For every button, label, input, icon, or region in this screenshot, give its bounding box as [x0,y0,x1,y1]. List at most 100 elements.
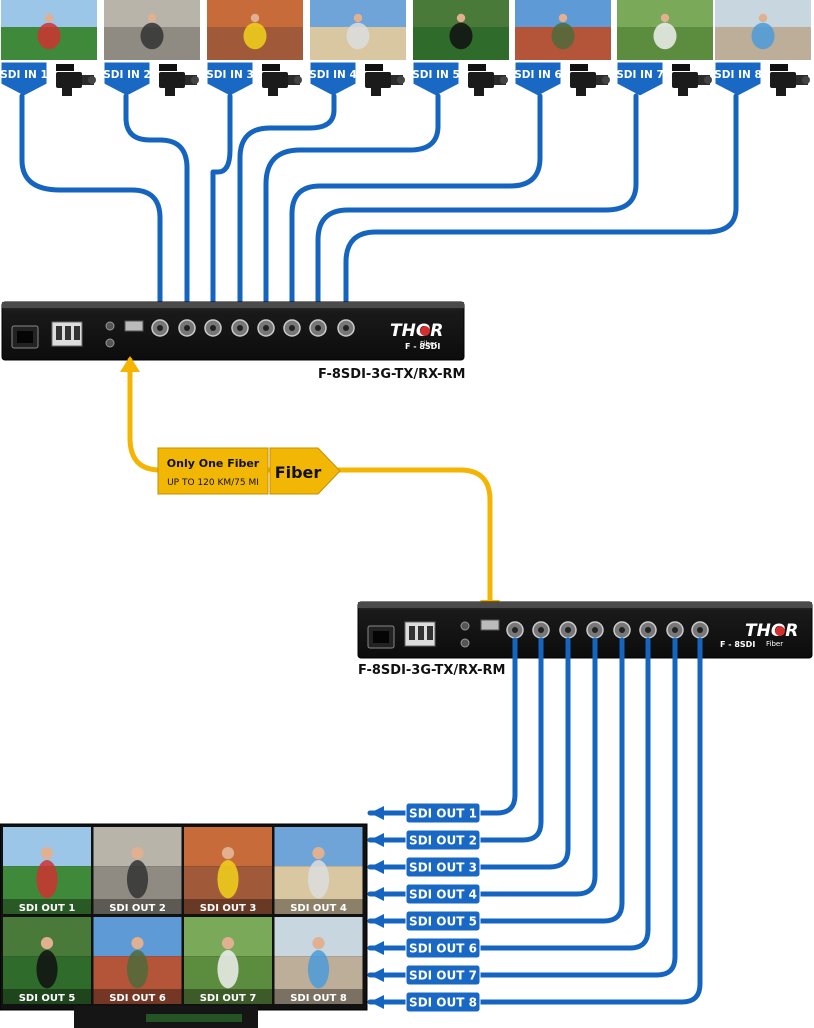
output-arrow-2 [370,833,384,847]
input-label-text-2: SDI IN 2 [103,69,151,81]
input-cable-7 [313,93,639,313]
output-label-text-3: SDI OUT 3 [409,861,477,875]
output-label-text-4: SDI OUT 4 [409,888,477,902]
input-label-text-8: SDI IN 8 [714,69,762,81]
monitor-tile-6: SDI OUT 6 [93,917,182,1004]
rx-panel-label: F - 8SDI [720,640,755,649]
output-arrow-1 [370,806,384,820]
input-source-5: SDI IN 5 [412,0,509,97]
output-arrow-7 [370,968,384,982]
output-arrow-8 [370,995,384,1009]
rx-brand-sub: Fiber [766,640,783,648]
output-label-8: SDI OUT 8 [405,991,481,1013]
monitor-tile-label-2: SDI OUT 2 [109,903,166,914]
monitor-tile-label-3: SDI OUT 3 [200,903,257,914]
tx-fiber-port [124,320,144,332]
output-cable-3 [477,637,571,870]
input-label-7: SDI IN 7 [616,61,664,97]
output-cables [367,637,703,1009]
camera-icon [672,64,712,96]
camera-icon [56,64,96,96]
input-label-8: SDI IN 8 [714,61,762,97]
input-thumbnail-2 [104,0,200,60]
output-arrow-6 [370,941,384,955]
input-label-2: SDI IN 2 [103,61,151,97]
output-label-1: SDI OUT 1 [405,802,481,824]
camera-icon [159,64,199,96]
multiviewer-monitor: SDI OUT 1 SDI OUT 2 SDI OUT 3 SDI OUT 4 SDI … [0,823,368,1028]
camera-icon [570,64,610,96]
input-cable-8 [341,93,739,313]
output-label-text-2: SDI OUT 2 [409,834,477,848]
output-label-7: SDI OUT 7 [405,964,481,986]
camera-icon [770,64,810,96]
output-cable-6 [477,637,651,951]
camera-icon [468,64,508,96]
input-source-4: SDI IN 4 [309,0,406,97]
output-label-text-7: SDI OUT 7 [409,969,477,983]
input-thumbnail-4 [310,0,406,60]
monitor-tile-label-8: SDI OUT 8 [290,993,347,1004]
tx-brand-logo: THOR [390,321,443,341]
input-source-3: SDI IN 3 [206,0,303,97]
input-source-8: SDI IN 8 [714,0,811,97]
input-sources: SDI IN 1 SDI IN 2 SDI IN 3 SDI IN 4 SDI IN 5… [0,0,811,97]
input-label-text-3: SDI IN 3 [206,69,254,81]
input-cable-6 [287,93,543,313]
tx-model-label: F-8SDI-3G-TX/RX-RM [318,367,465,382]
output-labels: SDI OUT 1 SDI OUT 2 SDI OUT 3 SDI OUT 4 SDI … [405,802,481,1013]
monitor-tile-label-4: SDI OUT 4 [290,903,347,914]
input-source-6: SDI IN 6 [514,0,611,97]
input-label-text-4: SDI IN 4 [309,69,357,81]
output-arrow-4 [370,887,384,901]
fiber-arrow-up [120,356,140,372]
fiber-callout-tag: Fiber [275,463,322,482]
rx-brand-logo: THOR [745,621,798,641]
input-cable-4 [235,93,337,313]
output-cable-1 [477,637,518,816]
fiber-callout: Only One Fiber UP TO 120 KM/75 MI Fiber [157,447,341,495]
output-label-text-1: SDI OUT 1 [409,807,477,821]
fiber-callout-line2: UP TO 120 KM/75 MI [167,478,259,488]
output-label-5: SDI OUT 5 [405,910,481,932]
input-source-2: SDI IN 2 [103,0,200,97]
monitor-tile-1: SDI OUT 1 [3,827,91,914]
input-thumbnail-8 [715,0,811,60]
rx-fiber-port [480,619,500,631]
output-cable-8 [477,637,703,1005]
tx-bnc-ports [151,319,355,337]
output-label-text-5: SDI OUT 5 [409,915,477,929]
fiber-callout-line1: Only One Fiber [167,457,260,470]
rx-model-label: F-8SDI-3G-TX/RX-RM [358,663,505,678]
input-thumbnail-6 [515,0,611,60]
camera-icon [365,64,405,96]
output-arrow-5 [370,914,384,928]
input-label-text-7: SDI IN 7 [616,69,664,81]
input-label-4: SDI IN 4 [309,61,357,97]
monitor-tile-label-7: SDI OUT 7 [200,993,257,1004]
output-label-2: SDI OUT 2 [405,829,481,851]
input-label-text-1: SDI IN 1 [0,69,48,81]
input-source-7: SDI IN 7 [616,0,713,97]
input-label-1: SDI IN 1 [0,61,48,97]
transmitter-unit: F - 8SDI THOR Fiber [1,301,465,361]
output-label-4: SDI OUT 4 [405,883,481,905]
receiver-unit: F - 8SDI THOR Fiber [357,601,813,659]
monitor-tile-7: SDI OUT 7 [184,917,272,1004]
input-label-text-6: SDI IN 6 [514,69,562,81]
input-label-6: SDI IN 6 [514,61,562,97]
output-label-3: SDI OUT 3 [405,856,481,878]
input-cables [19,93,739,313]
output-arrow-3 [370,860,384,874]
output-label-text-8: SDI OUT 8 [409,996,477,1010]
input-cable-3 [208,93,233,313]
output-cable-4 [477,637,598,897]
monitor-tile-4: SDI OUT 4 [274,827,363,914]
monitor-tile-2: SDI OUT 2 [93,827,182,914]
output-cable-2 [477,637,544,843]
input-cable-2 [123,93,192,313]
output-cable-7 [477,637,678,978]
monitor-tile-8: SDI OUT 8 [274,917,363,1004]
input-label-3: SDI IN 3 [206,61,254,97]
